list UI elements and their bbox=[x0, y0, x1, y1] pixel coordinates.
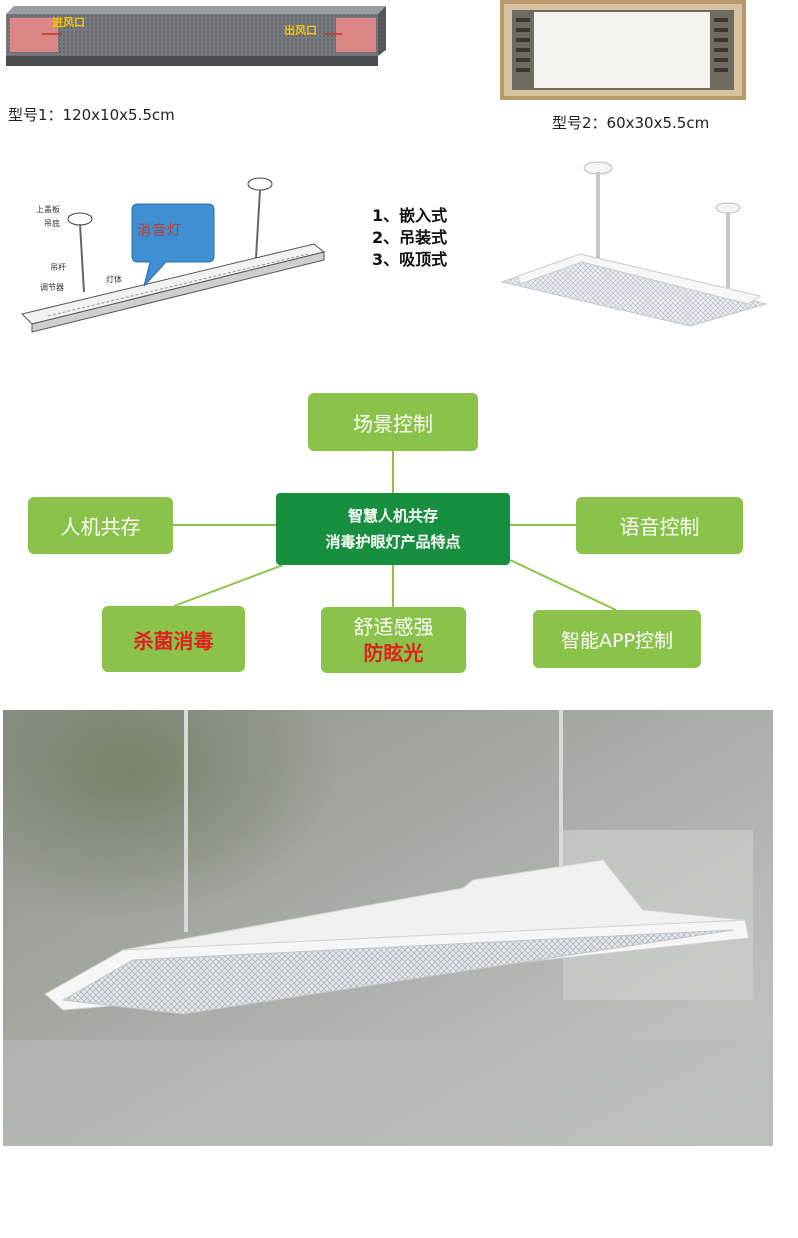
part-lamp-body: 灯体 bbox=[106, 275, 122, 284]
pendant-lamp-photo bbox=[3, 710, 773, 1146]
mindmap-connectors bbox=[173, 451, 617, 611]
sterilize-text: 杀菌消毒 bbox=[133, 628, 214, 653]
mode-item: 2、吊装式 bbox=[372, 228, 448, 247]
install-modes: 1、嵌入式 2、吊装式 3、吸顶式 bbox=[372, 205, 447, 271]
mode-item: 1、嵌入式 bbox=[372, 206, 448, 225]
anti-glare-text: 防眩光 bbox=[363, 641, 424, 665]
model2-panel-image bbox=[500, 0, 746, 100]
callout-text: 消音灯 bbox=[137, 223, 182, 239]
feature-scene-control: 场景控制 bbox=[308, 393, 478, 451]
model2-label: 型号2：60x30x5.5cm bbox=[552, 114, 710, 132]
mode-item: 3、吸顶式 bbox=[372, 250, 448, 269]
feature-voice-control: 语音控制 bbox=[576, 497, 743, 554]
feature-comfort: 舒适感强 防眩光 bbox=[321, 607, 466, 673]
part-ceiling-cover: 上盖板 bbox=[36, 205, 60, 214]
outlet-label: 出风口 bbox=[284, 24, 317, 37]
comfort-text: 舒适感强 bbox=[353, 615, 434, 639]
feature-coexist: 人机共存 bbox=[28, 497, 173, 554]
part-rod: 吊杆 bbox=[50, 263, 66, 272]
callout-bubble bbox=[131, 203, 215, 287]
model1-bar-image bbox=[6, 6, 386, 66]
center-line2: 消毒护眼灯产品特点 bbox=[325, 533, 461, 551]
installation-diagram bbox=[21, 177, 326, 333]
part-ceiling-plate: 吊底 bbox=[44, 219, 60, 228]
feature-sterilize: 杀菌消毒 bbox=[102, 606, 245, 672]
model1-label: 型号1：120x10x5.5cm bbox=[8, 106, 175, 124]
feature-center: 智慧人机共存 消毒护眼灯产品特点 bbox=[276, 493, 510, 565]
pendant-lamp-image bbox=[500, 161, 768, 327]
part-adjuster: 调节器 bbox=[40, 283, 64, 292]
features-mindmap: 场景控制 人机共存 语音控制 智慧人机共存 消毒护眼灯产品特点 杀菌消毒 舒适感… bbox=[0, 380, 798, 680]
center-line1: 智慧人机共存 bbox=[347, 507, 438, 525]
inlet-label: 进风口 bbox=[52, 16, 85, 29]
feature-app-control: 智能APP控制 bbox=[533, 610, 701, 668]
